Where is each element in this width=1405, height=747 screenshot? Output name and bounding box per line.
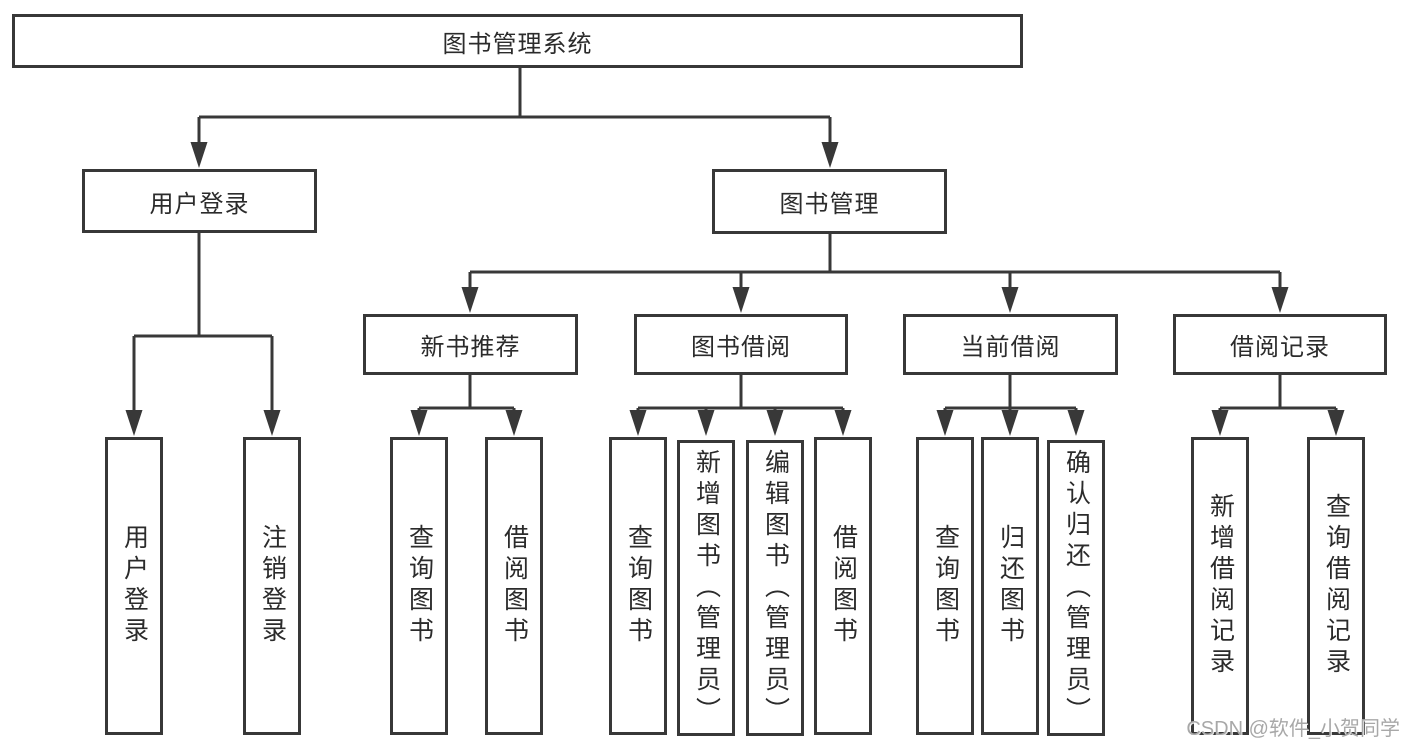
node-label: 图书管理系统 bbox=[442, 30, 593, 58]
node-library-system: 图书管理系统 bbox=[12, 14, 1023, 68]
watermark-text: CSDN @软件_小贺同学 bbox=[1186, 718, 1400, 740]
node-query-book-recommend: 查询图书 bbox=[390, 437, 448, 735]
node-query-book-current: 查询图书 bbox=[916, 437, 974, 735]
node-label: 注销登录 bbox=[258, 524, 287, 648]
node-label: 新书推荐 bbox=[420, 334, 521, 361]
node-label: 查询图书 bbox=[624, 524, 653, 648]
node-add-book-admin: 新增图书（管理员） bbox=[677, 440, 735, 736]
node-borrow-book-recommend: 借阅图书 bbox=[485, 437, 543, 735]
node-book-borrow: 图书借阅 bbox=[634, 314, 848, 375]
node-label: 用户登录 bbox=[120, 524, 149, 648]
node-label: 归还图书 bbox=[996, 524, 1025, 648]
node-label: 图书管理 bbox=[779, 191, 880, 218]
node-label: 查询借阅记录 bbox=[1322, 493, 1351, 679]
node-book-management: 图书管理 bbox=[712, 169, 947, 234]
node-label: 当前借阅 bbox=[960, 334, 1061, 361]
node-label: 借阅图书 bbox=[829, 524, 858, 648]
node-query-borrow-record: 查询借阅记录 bbox=[1307, 437, 1365, 735]
node-label: 图书借阅 bbox=[691, 334, 791, 361]
node-label: 新增图书（管理员） bbox=[692, 448, 721, 728]
node-add-borrow-record: 新增借阅记录 bbox=[1191, 437, 1249, 735]
node-current-borrow: 当前借阅 bbox=[903, 314, 1118, 375]
node-label: 查询图书 bbox=[931, 524, 960, 648]
node-edit-book-admin: 编辑图书（管理员） bbox=[746, 440, 804, 736]
node-label: 借阅图书 bbox=[500, 524, 529, 648]
node-label: 确认归还（管理员） bbox=[1062, 448, 1091, 728]
node-borrow-book-leaf: 借阅图书 bbox=[814, 437, 872, 735]
node-label: 编辑图书（管理员） bbox=[761, 448, 790, 728]
node-borrow-records: 借阅记录 bbox=[1173, 314, 1387, 375]
node-return-book: 归还图书 bbox=[981, 437, 1039, 735]
node-query-book-borrow: 查询图书 bbox=[609, 437, 667, 735]
node-confirm-return-admin: 确认归还（管理员） bbox=[1047, 440, 1105, 736]
node-user-login: 用户登录 bbox=[82, 169, 317, 233]
node-label: 新增借阅记录 bbox=[1206, 493, 1235, 679]
node-label: 查询图书 bbox=[405, 524, 434, 648]
node-new-book-recommend: 新书推荐 bbox=[363, 314, 578, 375]
node-label: 借阅记录 bbox=[1230, 334, 1330, 361]
node-logout-leaf: 注销登录 bbox=[243, 437, 301, 735]
node-label: 用户登录 bbox=[149, 190, 250, 218]
node-user-login-leaf: 用户登录 bbox=[105, 437, 163, 735]
